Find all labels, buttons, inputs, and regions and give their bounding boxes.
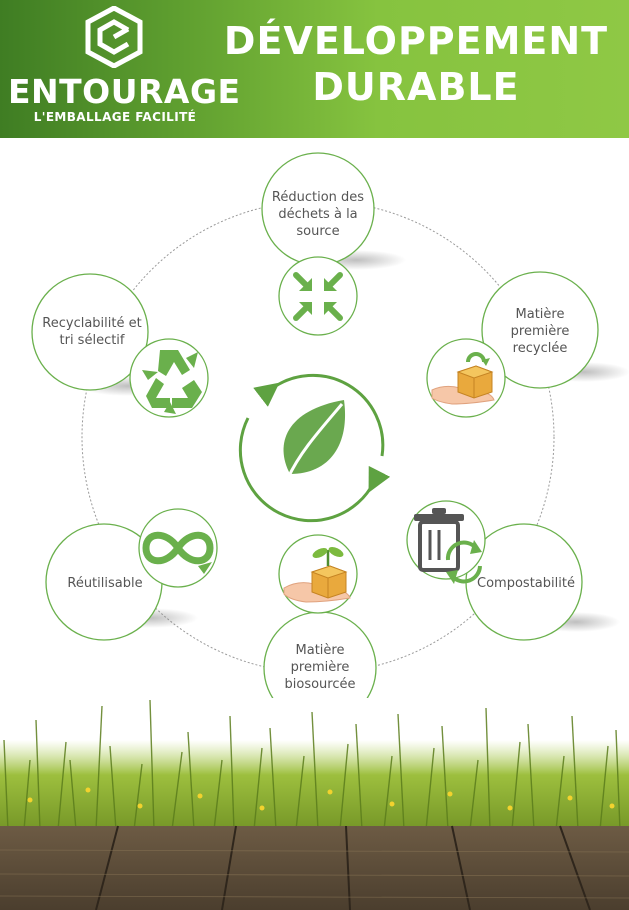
cycle-ring	[81, 200, 555, 674]
hand-box-recycle-icon	[431, 352, 495, 405]
brand-tagline: L'EMBALLAGE FACILITÉ	[33, 110, 197, 124]
page-title: DÉVELOPPEMENT DURABLE	[206, 18, 626, 110]
grass-and-wood-decoration	[0, 699, 629, 910]
recycle-icon	[142, 350, 202, 414]
label-recyclability: Recyclabilité et tri sélectif	[42, 316, 142, 348]
circle-recyclability	[31, 273, 149, 391]
label-reusable: Réutilisable	[67, 576, 143, 591]
entourage-logo-icon	[85, 6, 143, 68]
label-biosourced: Matière première biosourcée	[284, 643, 356, 692]
compress-arrows-icon	[293, 272, 343, 321]
label-compost: Compostabilité	[477, 576, 575, 591]
label-reduction: Réduction des déchets à la source	[271, 190, 365, 239]
trash-can-recycle-icon	[414, 508, 482, 584]
header-banner: ENTOURAGE L'EMBALLAGE FACILITÉ DÉVELOPPE…	[0, 0, 629, 138]
brand-name: ENTOURAGE	[8, 72, 241, 111]
leaf-icon	[283, 400, 346, 479]
hand-box-sprout-icon	[283, 547, 351, 603]
circle-recycled	[481, 271, 599, 389]
center-cycle	[238, 373, 391, 523]
sustainability-cycle-diagram	[31, 152, 629, 698]
infinity-icon	[142, 531, 214, 574]
title-line-2: DURABLE	[312, 65, 520, 109]
label-recycled: Matière première recyclée	[510, 307, 570, 356]
title-line-1: DÉVELOPPEMENT	[223, 19, 609, 63]
